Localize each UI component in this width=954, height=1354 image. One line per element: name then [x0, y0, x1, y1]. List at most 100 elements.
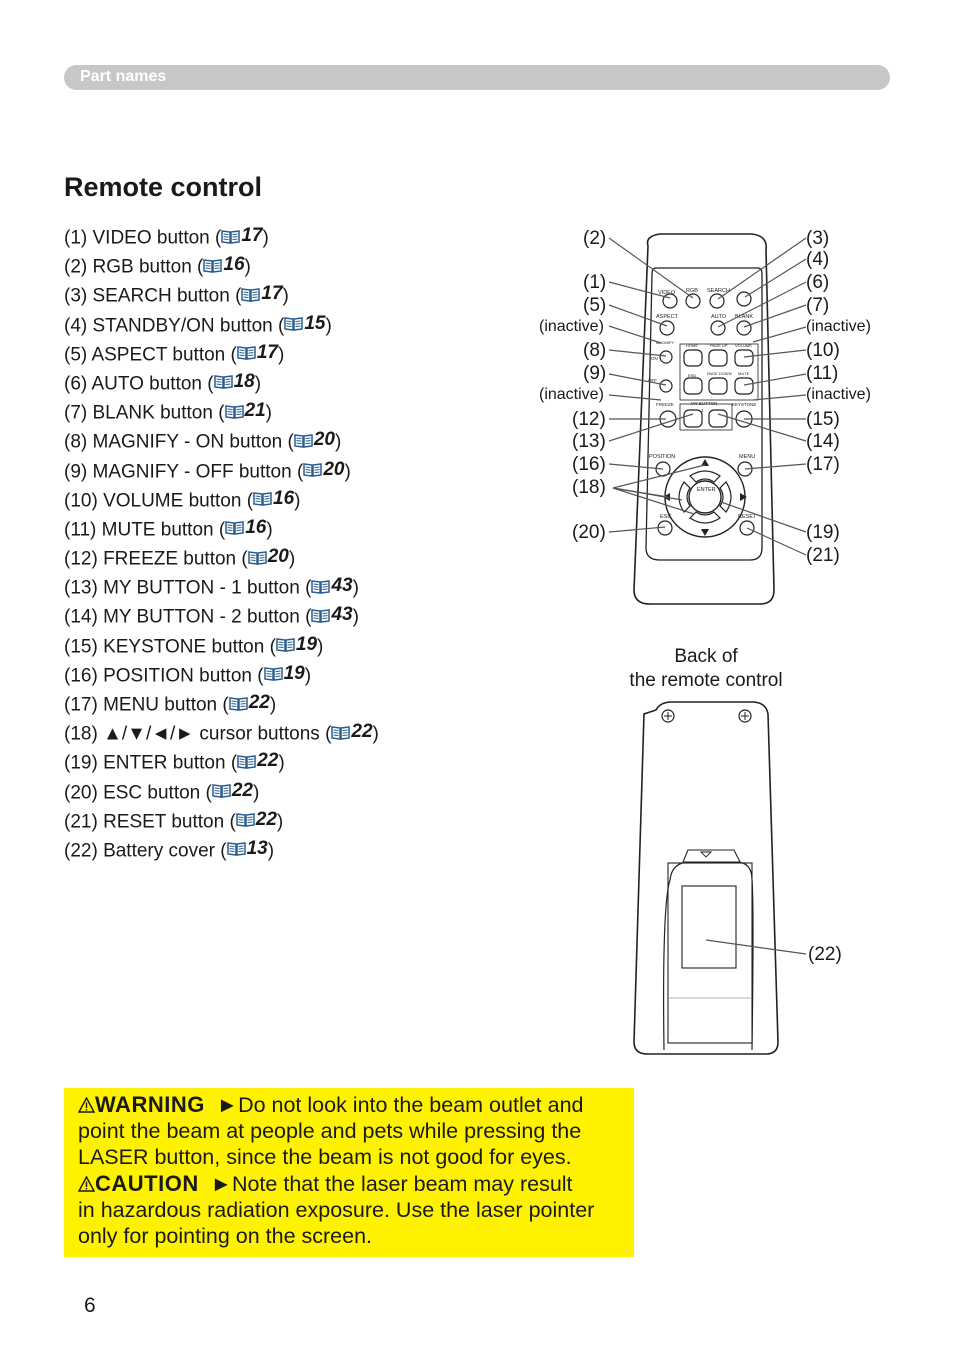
home-key: [683, 349, 703, 367]
part-label-close: ): [352, 606, 359, 628]
caution-triangle-icon: [78, 1175, 95, 1192]
part-label: (12) FREEZE button (: [64, 548, 248, 570]
page-reference-link[interactable]: 20: [294, 428, 335, 452]
part-label: (11) MUTE button (: [64, 519, 226, 541]
part-item: (6) AUTO button (18): [64, 370, 379, 399]
page-reference-link[interactable]: 22: [237, 749, 278, 773]
warning-text-1: Do not look into the beam outlet and: [238, 1093, 584, 1117]
key-label-rgb: RGB: [686, 288, 698, 294]
book-icon: [241, 288, 261, 302]
my-button-1-key: [683, 409, 703, 428]
callout-1: (1): [583, 272, 606, 293]
book-icon: [221, 229, 241, 244]
part-label: (9) MAGNIFY - OFF button (: [64, 461, 304, 482]
callout-12: (12): [572, 409, 606, 430]
callout-18: (18): [572, 477, 606, 498]
back-caption-line-2: the remote control: [629, 670, 783, 691]
page-reference-number: 21: [244, 400, 266, 422]
part-label-close: ): [278, 752, 285, 774]
callout-13: (13): [572, 431, 606, 452]
page-reference-link[interactable]: 22: [228, 691, 270, 715]
page-reference-number: 43: [331, 604, 353, 626]
part-label: (16) POSITION button (: [64, 665, 264, 687]
warning-triangle-icon: [78, 1097, 95, 1113]
page-reference-link[interactable]: 20: [303, 458, 344, 482]
book-icon: [263, 667, 283, 682]
page-reference-link[interactable]: 16: [203, 253, 245, 277]
page-reference-number: 22: [351, 721, 373, 743]
front-remote: VIDEO RGB SEARCH ASPECT AUTO BLANK MAGNI…: [633, 233, 775, 605]
page-reference-link[interactable]: 20: [247, 545, 289, 569]
key-label-mute: MUTE: [738, 371, 750, 376]
page-reference-link[interactable]: 17: [221, 224, 262, 248]
magnify-on-key: [659, 350, 673, 364]
book-icon: [311, 579, 331, 594]
key-label-page-down: PAGE DOWN: [707, 371, 732, 376]
part-label-close: ): [277, 344, 285, 366]
page-reference-link[interactable]: 22: [212, 779, 253, 803]
part-label-close: ): [267, 840, 275, 862]
battery-cover: [667, 862, 753, 1044]
part-label-close: ): [325, 315, 332, 337]
page-number: 6: [84, 1294, 96, 1317]
page-reference-link[interactable]: 19: [263, 662, 305, 686]
section-header-bar: Part names: [64, 65, 890, 90]
callout-19: (19): [806, 522, 840, 543]
aspect-key: [659, 320, 675, 336]
rgb-key: [685, 293, 701, 309]
warning-label: WARNING: [95, 1092, 205, 1117]
page-reference-number: 22: [255, 808, 277, 830]
part-item: (10) VOLUME button (16): [64, 487, 379, 516]
page-title: Remote control: [64, 172, 263, 202]
part-item: (16) POSITION button (19): [64, 662, 379, 691]
callout-11: (11): [806, 363, 838, 384]
page-reference-link[interactable]: 15: [284, 312, 325, 336]
warning-text-2: point the beam at people and pets while …: [78, 1119, 582, 1144]
callout-7: (7): [806, 295, 829, 316]
key-label-menu: MENU: [739, 454, 755, 460]
callout-22: (22): [808, 944, 842, 965]
page-up-key: [708, 349, 728, 367]
page-reference-link[interactable]: 19: [276, 633, 317, 657]
key-label-keystone: KEYSTONE: [732, 402, 756, 407]
page-reference-link[interactable]: 13: [226, 837, 268, 861]
part-label: (13) MY BUTTON - 1 button (: [64, 577, 312, 599]
page-reference-link[interactable]: 18: [213, 370, 255, 394]
part-label-close: ): [304, 665, 312, 687]
part-item: (5) ASPECT button (17): [64, 341, 379, 370]
page-reference-link[interactable]: 43: [311, 574, 353, 598]
book-icon: [213, 375, 233, 390]
part-item: (21) RESET button (22): [64, 808, 379, 837]
book-icon: [228, 696, 248, 711]
back-caption-line-1: Back of: [674, 646, 738, 667]
page-reference-link[interactable]: 17: [237, 341, 278, 365]
part-label-close: ): [244, 256, 251, 278]
page-reference-number: 17: [256, 341, 278, 363]
page-reference-link[interactable]: 22: [331, 720, 373, 744]
part-label: (21) RESET button (: [64, 811, 236, 833]
page-reference-link[interactable]: 43: [311, 603, 353, 627]
page-reference-link[interactable]: 17: [241, 282, 283, 306]
part-item: (7) BLANK button (21): [64, 399, 379, 428]
callout-10: (10): [806, 340, 840, 361]
part-item: (2) RGB button (16): [64, 253, 379, 282]
page-reference-number: 43: [331, 575, 353, 597]
key-label-esc: ESC: [660, 514, 671, 520]
page-reference-link[interactable]: 22: [236, 808, 277, 832]
part-label: (15) KEYSTONE button (: [64, 636, 276, 658]
page-reference-number: 18: [233, 370, 255, 392]
key-label-off: OFF: [648, 378, 657, 383]
page-reference-link[interactable]: 16: [253, 487, 294, 511]
page-reference-link[interactable]: 21: [224, 399, 266, 423]
callout-inactive-left-2: (inactive): [539, 386, 604, 403]
caution-text-1: Note that the laser beam may result: [231, 1171, 573, 1196]
book-icon: [284, 317, 304, 331]
part-label-close: ): [344, 461, 351, 482]
part-label-close: ): [254, 373, 262, 395]
callout-8: (8): [583, 340, 606, 361]
part-item: (18) ▲/▼/◄/► cursor buttons (22): [64, 720, 379, 749]
book-icon: [237, 755, 256, 769]
part-label-close: ): [372, 723, 379, 745]
page-reference-link[interactable]: 16: [225, 516, 266, 540]
part-item: (15) KEYSTONE button (19): [64, 633, 379, 662]
